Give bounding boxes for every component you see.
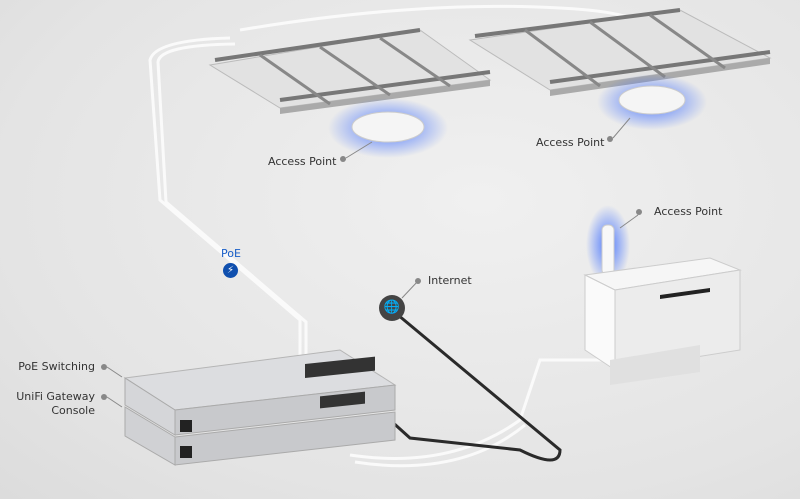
access-point-marker-3 (636, 209, 642, 215)
access-point-label-1: Access Point (268, 155, 337, 168)
ceiling-panel-left (208, 28, 492, 114)
gateway-console (124, 391, 396, 466)
poe-label: PoE (221, 247, 241, 260)
globe-icon: 🌐 (379, 295, 405, 321)
internet-marker (415, 278, 421, 284)
access-point-device-2 (618, 85, 686, 115)
gateway-marker (101, 394, 107, 400)
access-point-marker-2 (607, 136, 613, 142)
poe-switching-marker (101, 364, 107, 370)
poe-cables (148, 4, 652, 468)
access-point-label-3: Access Point (654, 205, 723, 218)
gateway-label-line1: UniFi Gateway (16, 390, 95, 403)
access-point-label-2: Access Point (536, 136, 605, 149)
access-point-device-1 (351, 111, 425, 143)
access-point-device-3 (601, 224, 615, 276)
outdoor-enclosure (583, 257, 742, 385)
lightning-icon: ⚡ (223, 263, 238, 278)
gateway-label-line2: Console (51, 404, 95, 417)
access-point-marker-1 (340, 156, 346, 162)
poe-switching-label: PoE Switching (18, 360, 95, 373)
internet-label: Internet (428, 274, 472, 287)
internet-cable (388, 308, 562, 462)
